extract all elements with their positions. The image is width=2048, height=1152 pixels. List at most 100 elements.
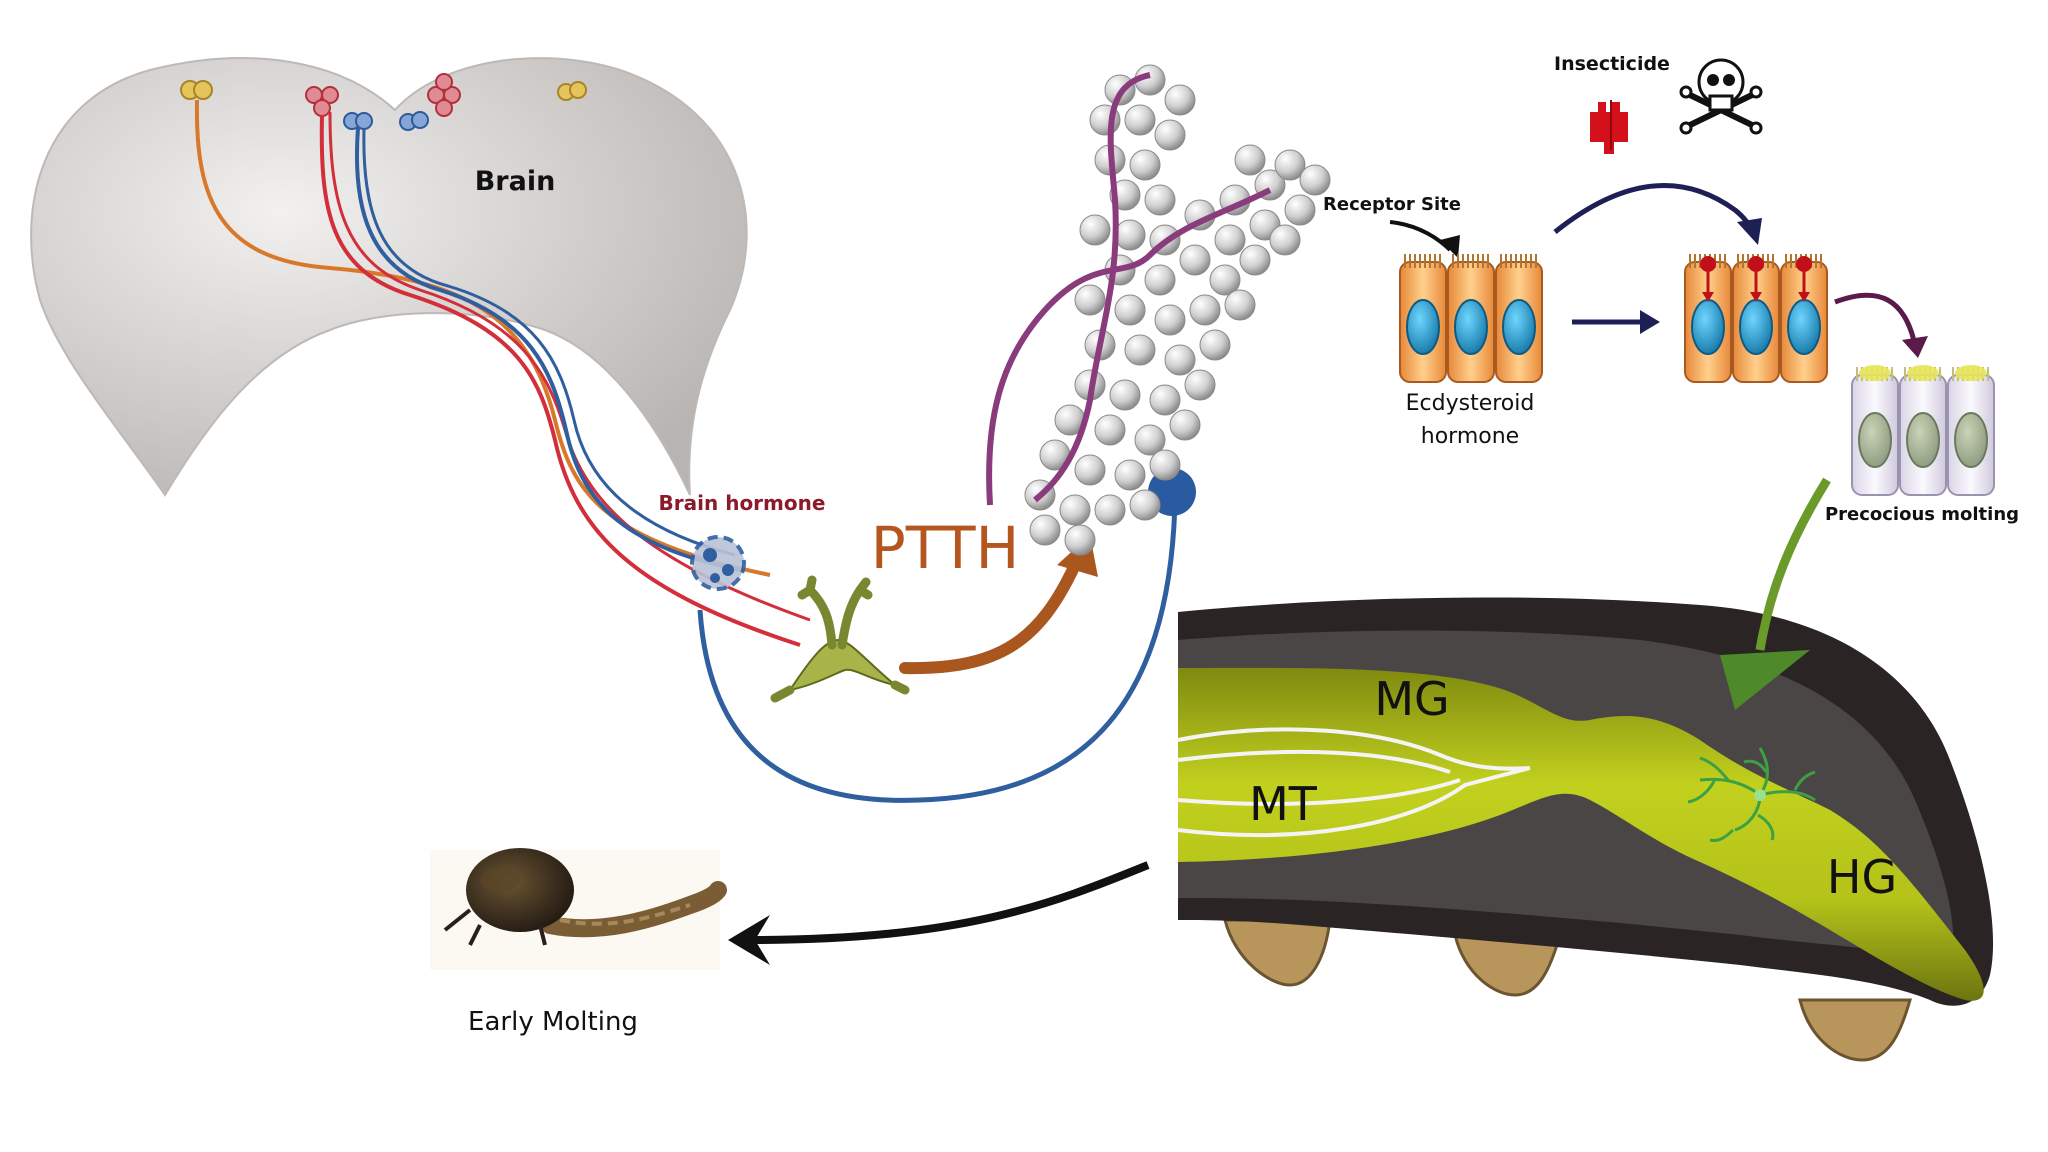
precocious-molting-label: Precocious molting (1825, 504, 2019, 525)
receptor-site-arrowhead (1440, 235, 1460, 258)
gland-cell-sphere (1059, 494, 1091, 526)
gland-cell-sphere (1109, 379, 1141, 411)
gland-cell-sphere (1114, 219, 1146, 251)
gland-cell-sphere (1199, 329, 1231, 361)
gland-cell-sphere (1274, 149, 1306, 181)
arrow-bound-to-pale (1834, 292, 1918, 346)
axon-blue-2 (362, 127, 736, 557)
malpighian-tubules (1177, 727, 1531, 837)
gland-cell-sphere (1129, 489, 1161, 521)
gland-cell-sphere (1234, 144, 1266, 176)
corpora-cardiaca (690, 535, 746, 591)
gland-cell-sphere (1124, 334, 1156, 366)
cell-group-precocious (1851, 365, 1995, 496)
gland-cell-sphere (1154, 304, 1186, 336)
ecdysteroid-label-2: hormone (1421, 424, 1519, 449)
gland-cell-sphere (1214, 224, 1246, 256)
arrow-insecticide-head (1737, 218, 1762, 245)
gland-cell-sphere (1114, 459, 1146, 491)
epithelial-cell (1684, 254, 1732, 383)
axon-blue (354, 127, 741, 572)
brain-label: Brain (475, 166, 556, 197)
epithelial-cell (1447, 254, 1495, 383)
gland-cell-sphere (1189, 294, 1221, 326)
insecticide-molecule-icon (1590, 100, 1628, 154)
gland-cell-sphere (1284, 194, 1316, 226)
gland-cell-sphere (1074, 284, 1106, 316)
gland-cell-sphere (1164, 84, 1196, 116)
gland-cell-sphere (1154, 119, 1186, 151)
prothoracic-gland (770, 575, 910, 703)
ptth-label: PTTH (871, 514, 1019, 582)
gland-cell-sphere (1144, 264, 1176, 296)
gland-cell-sphere (1169, 409, 1201, 441)
gland-cell-sphere (1224, 289, 1256, 321)
arrow-bound-to-pale-head (1902, 336, 1928, 358)
proleg-1 (1223, 918, 1332, 987)
epithelial-cell (1899, 365, 1947, 496)
mg-label: MG (1374, 672, 1449, 726)
epithelial-cell (1495, 254, 1543, 383)
green-arrow (1755, 477, 1831, 651)
epithelial-cell (1947, 365, 1995, 496)
neuron-cluster-blue-right (399, 111, 429, 131)
gland-cell-sphere (1149, 449, 1181, 481)
black-arrowhead (728, 915, 770, 965)
cell-group-normal (1399, 254, 1543, 383)
gland-cell-sphere (1079, 214, 1111, 246)
gland-cell-sphere (1029, 514, 1061, 546)
gland-cell-sphere (1094, 414, 1126, 446)
gland-cell-sphere (1164, 344, 1196, 376)
neuron-cluster-yellow-left (180, 80, 213, 100)
early-molting-larva-image (430, 848, 727, 970)
mt-label: MT (1249, 777, 1318, 831)
neuron-cluster-red-left (305, 86, 339, 117)
green-arrowhead (1720, 650, 1810, 710)
brain-hormone-label: Brain hormone (659, 491, 826, 515)
epithelial-cell (1780, 254, 1828, 383)
brain-diagram: Brain (30, 57, 811, 647)
purple-nerve-2 (1033, 72, 1151, 503)
feedback-curve-blue (697, 499, 1178, 803)
cell-group-bound (1684, 254, 1828, 383)
gland-cell-sphere (1179, 244, 1211, 276)
black-arrow (749, 861, 1150, 944)
gland-cell-sphere (1299, 164, 1331, 196)
receptor-site-arrow (1389, 220, 1452, 252)
ecdysteroid-label-1: Ecdysteroid (1406, 391, 1535, 416)
gland-cell-sphere (1124, 104, 1156, 136)
larva-cross-section: MG MT HG (1177, 597, 1994, 1062)
gland-cell-sphere (1149, 384, 1181, 416)
gland-cell-sphere (1064, 524, 1096, 556)
insecticide-label: Insecticide (1554, 53, 1670, 75)
axon-red (319, 114, 801, 647)
gut-neuron-cell (1754, 789, 1766, 801)
epithelial-cell (1851, 365, 1899, 496)
gland-cell-sphere (1184, 369, 1216, 401)
receptor-site-label: Receptor Site (1323, 194, 1461, 215)
epithelial-cell (1399, 254, 1447, 383)
gut-tube (1178, 667, 1984, 1001)
hg-label: HG (1827, 850, 1897, 904)
arrow-insecticide-to-cells (1553, 182, 1755, 234)
gland-cell-sphere (1129, 149, 1161, 181)
arrow-cells-to-bound-head (1640, 310, 1660, 334)
neuron-cluster-yellow-right (557, 81, 587, 101)
purple-nerve-1 (986, 187, 1272, 506)
gland-cell-sphere (1209, 264, 1241, 296)
gland-cell-sphere (1114, 294, 1146, 326)
gland-cell-sphere (1134, 424, 1166, 456)
gland-cell-sphere (1094, 494, 1126, 526)
gland-cell-sphere (1144, 184, 1176, 216)
gland-cell-sphere (1074, 454, 1106, 486)
proleg-3 (1798, 998, 1912, 1062)
neuron-cluster-blue-left (343, 112, 373, 130)
gland-cell-cluster (1024, 64, 1331, 556)
proleg-2 (1453, 933, 1562, 997)
skull-crossbones-icon (1679, 58, 1763, 135)
gland-cell-sphere (1269, 224, 1301, 256)
epithelial-cell (1732, 254, 1780, 383)
early-molting-label: Early Molting (468, 1007, 638, 1037)
ptth-arrow (899, 559, 1081, 675)
